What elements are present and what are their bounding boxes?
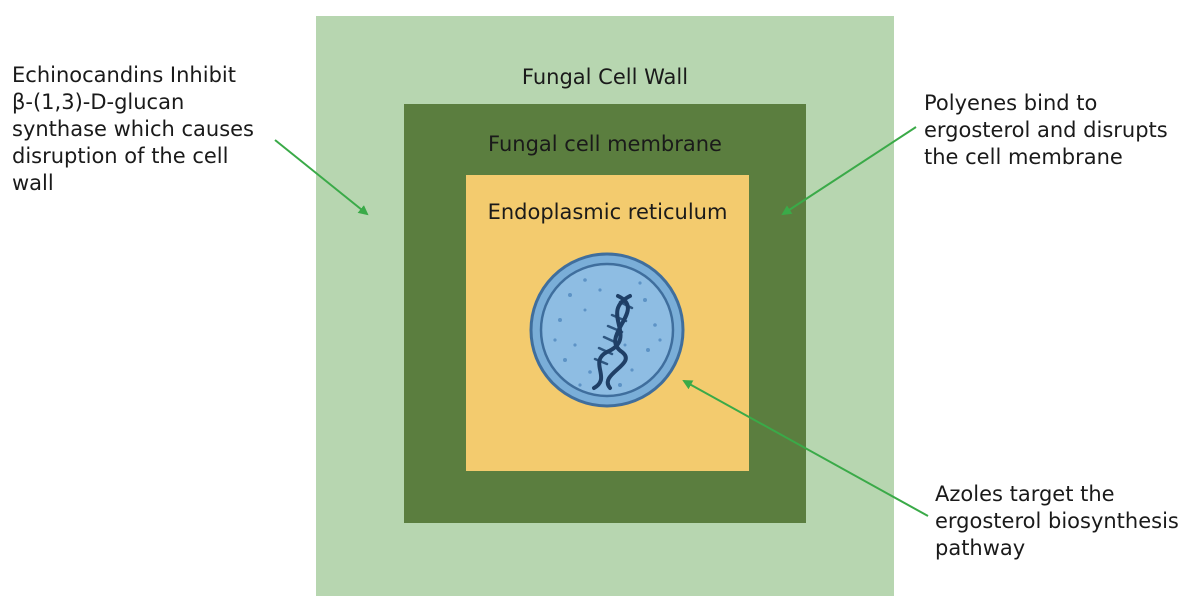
cell-membrane-label: Fungal cell membrane — [488, 132, 722, 156]
azoles-annotation: Azoles target the ergosterol biosynthesi… — [935, 481, 1179, 562]
polyenes-annotation: Polyenes bind to ergosterol and disrupts… — [924, 90, 1168, 171]
annotation-line: Echinocandins Inhibit — [12, 63, 236, 87]
annotation-line: β-(1,3)-D-glucan — [12, 90, 185, 114]
endoplasmic-reticulum: Endoplasmic reticulum — [466, 175, 749, 471]
annotation-line: Azoles target the — [935, 482, 1115, 506]
annotation-line: Polyenes bind to — [924, 91, 1098, 115]
annotation-line: ergosterol and disrupts — [924, 118, 1168, 142]
annotation-line: synthase which causes — [12, 117, 255, 141]
annotation-line: the cell membrane — [924, 145, 1123, 169]
annotation-line: ergosterol biosynthesis — [935, 509, 1179, 533]
echinocandins-annotation: Echinocandins Inhibit β-(1,3)-D-glucan s… — [12, 62, 254, 197]
er-label: Endoplasmic reticulum — [487, 200, 728, 224]
annotation-line: disruption of the cell — [12, 144, 229, 168]
cell-wall-label: Fungal Cell Wall — [521, 65, 689, 89]
annotation-line: wall — [12, 171, 54, 195]
annotation-line: pathway — [935, 536, 1026, 560]
